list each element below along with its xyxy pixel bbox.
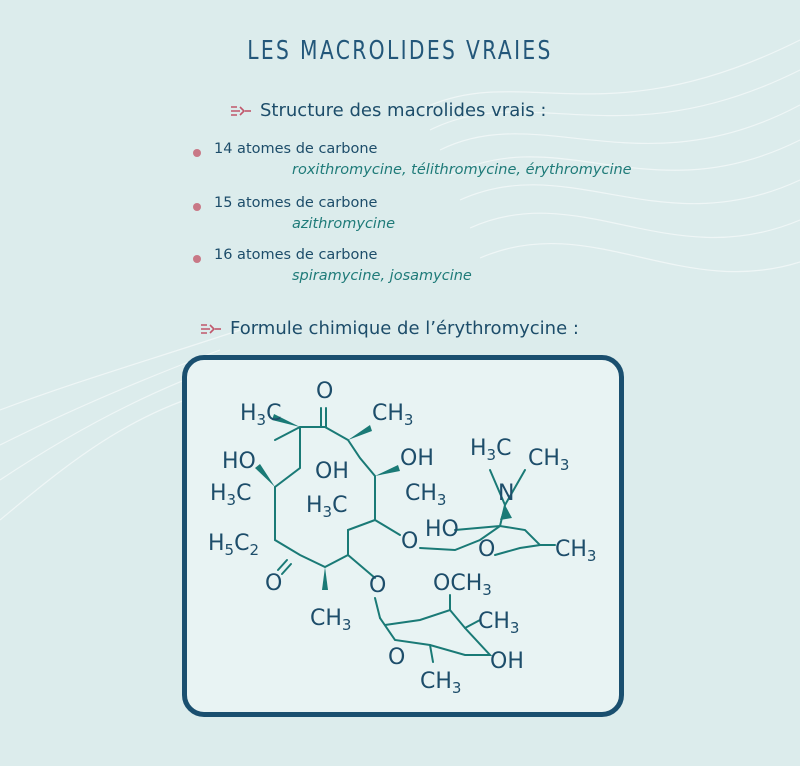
atom-och3: OCH3 — [433, 571, 492, 599]
atom-ch3-sugar1: CH3 — [555, 537, 596, 565]
atom-ch3-sugar2b: CH3 — [420, 669, 461, 697]
atom-ch3-top: CH3 — [372, 401, 413, 429]
structure-heading-text: Structure des macrolides vrais : — [260, 100, 547, 121]
atom-ch3-right: CH3 — [405, 481, 446, 509]
atom-o-glycoside-right: O — [401, 529, 418, 554]
arrow-bullet-icon — [201, 323, 221, 334]
atom-h3c-amine: H3C — [470, 436, 511, 464]
item-examples: spiramycine, josamycine — [292, 268, 472, 284]
atom-o-glycoside-bottom: O — [369, 573, 386, 598]
item-label: 14 atomes de carbone — [214, 141, 378, 157]
atom-o-sugar2: O — [388, 645, 405, 670]
bullet-icon — [193, 203, 201, 211]
formula-frame — [182, 355, 624, 717]
atom-o-sugar1: O — [478, 537, 495, 562]
atom-ho-left: HO — [222, 449, 256, 474]
bond-lines — [274, 407, 556, 663]
atom-oh-sugar2: OH — [490, 649, 524, 674]
structure-heading: Structure des macrolides vrais : — [230, 100, 546, 121]
atom-ch3-amine: CH3 — [528, 446, 569, 474]
atom-oh-mid: OH — [315, 459, 349, 484]
atom-h3c-top: H3C — [240, 401, 281, 429]
atom-oh-right: OH — [400, 446, 434, 471]
formula-heading: Formule chimique de l’érythromycine : — [200, 318, 579, 339]
stereo-wedges — [255, 414, 512, 590]
formula-heading-text: Formule chimique de l’érythromycine : — [230, 318, 579, 339]
item-examples: azithromycine — [292, 216, 396, 232]
page-title: LES MACROLIDES VRAIES — [247, 36, 553, 66]
atom-n: N — [498, 481, 514, 506]
atom-ch3-sugar2: CH3 — [478, 609, 519, 637]
item-label: 16 atomes de carbone — [214, 247, 378, 263]
atom-o-ketone: O — [316, 379, 333, 404]
atom-ch3-bottom: CH3 — [310, 606, 351, 634]
atom-h3c-left: H3C — [210, 481, 251, 509]
bullet-icon — [193, 255, 201, 263]
item-label: 15 atomes de carbone — [214, 195, 378, 211]
bullet-icon — [193, 149, 201, 157]
item-examples: roxithromycine, télithromycine, érythrom… — [292, 162, 632, 178]
atom-o-ester: O — [265, 571, 282, 596]
arrow-bullet-icon — [231, 105, 251, 116]
atom-ho-sugar: HO — [425, 517, 459, 542]
atom-h5c2: H5C2 — [208, 531, 259, 559]
atom-h3c-center: H3C — [306, 493, 347, 521]
